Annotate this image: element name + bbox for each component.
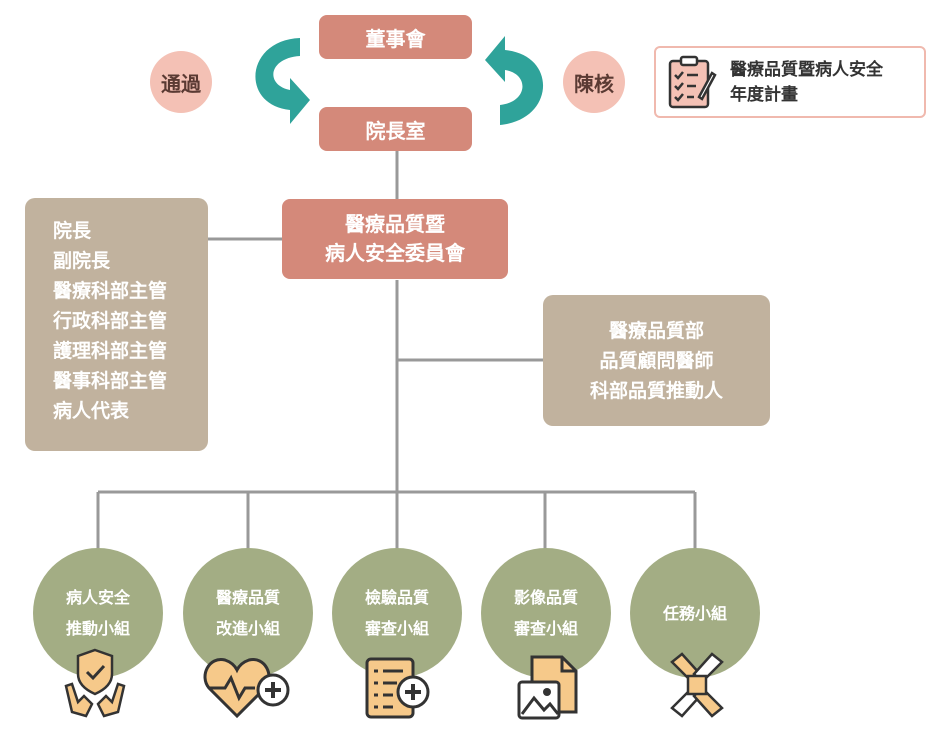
support-item: 醫療品質部 xyxy=(608,319,704,342)
clipboard-icon xyxy=(668,55,717,109)
group-circle-quality-improvement: 醫療品質 改進小組 xyxy=(183,548,313,678)
image-document-icon xyxy=(517,655,578,720)
group-line-2: 審查小組 xyxy=(513,619,578,638)
member-item: 醫事科部主管 xyxy=(53,370,168,392)
member-item: 行政科部主管 xyxy=(53,310,168,332)
group-line-1: 醫療品質 xyxy=(215,588,280,607)
report-label: 陳核 xyxy=(574,71,614,96)
group-circle-patient-safety: 病人安全 推動小組 xyxy=(33,548,163,678)
group-line-1: 影像品質 xyxy=(513,588,578,607)
support-box: 醫療品質部 品質顧問醫師 科部品質推動人 xyxy=(543,295,770,426)
board-label: 董事會 xyxy=(365,26,426,51)
support-item: 科部品質推動人 xyxy=(589,379,723,402)
checklist-plus-icon xyxy=(365,657,430,719)
group-line-2: 審查小組 xyxy=(364,619,429,638)
group-line-1: 病人安全 xyxy=(65,588,130,607)
member-item: 病人代表 xyxy=(53,400,130,422)
heart-plus-icon xyxy=(203,658,290,719)
handshake-icon xyxy=(670,652,724,718)
committee-box: 醫療品質暨 病人安全委員會 xyxy=(282,199,508,279)
plan-line-2: 年度計畫 xyxy=(730,85,798,105)
member-item: 副院長 xyxy=(53,250,111,272)
member-item: 護理科部主管 xyxy=(53,340,168,362)
group-line-2: 推動小組 xyxy=(65,619,130,638)
report-circle: 陳核 xyxy=(563,51,625,113)
group-line-2: 改進小組 xyxy=(215,619,280,638)
group-line-1: 檢驗品質 xyxy=(364,588,429,607)
support-item: 品質顧問醫師 xyxy=(599,349,714,372)
shield-hands-icon xyxy=(64,648,126,718)
left-cycle-arrow xyxy=(255,38,310,124)
approve-circle: 通過 xyxy=(150,51,212,113)
annual-plan-box: 醫療品質暨病人安全 年度計畫 xyxy=(654,46,926,118)
group-circle-task-force: 任務小組 xyxy=(630,548,760,678)
committee-line-1: 醫療品質暨 xyxy=(345,212,445,236)
right-cycle-arrow xyxy=(485,36,544,125)
group-line-1: 任務小組 xyxy=(662,604,727,623)
board-box: 董事會 xyxy=(319,15,472,59)
plan-line-1: 醫療品質暨病人安全 xyxy=(730,60,883,80)
president-office-box: 院長室 xyxy=(319,107,472,151)
members-box: 院長 副院長 醫療科部主管 行政科部主管 護理科部主管 醫事科部主管 病人代表 xyxy=(25,198,208,451)
committee-line-2: 病人安全委員會 xyxy=(325,241,465,265)
approve-label: 通過 xyxy=(161,71,201,96)
group-circle-lab-quality: 檢驗品質 審查小組 xyxy=(332,548,462,678)
president-office-label: 院長室 xyxy=(365,118,426,143)
member-item: 院長 xyxy=(53,220,92,242)
member-item: 醫療科部主管 xyxy=(53,280,168,302)
